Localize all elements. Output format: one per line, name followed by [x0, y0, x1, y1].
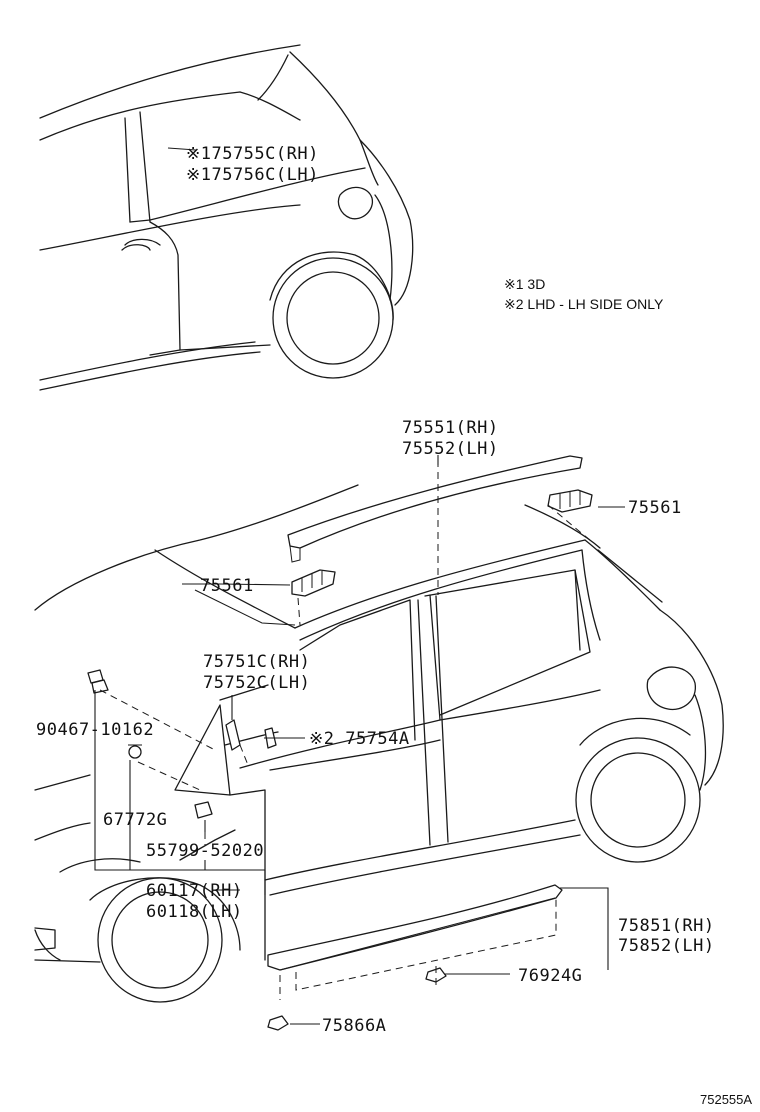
label-75852: 75852(LH) [618, 936, 715, 956]
label-75551: 75551(RH) [402, 418, 499, 438]
label-75851: 75851(RH) [618, 916, 715, 936]
label-75754a: ※2 75754A [309, 729, 410, 749]
label-60118: 60118(LH) [146, 902, 243, 922]
label-75751c: 75751C(RH) [203, 652, 310, 672]
label-75561-left: 75561 [200, 576, 254, 596]
leader-lines [94, 147, 625, 1025]
inset-3door-car [39, 44, 414, 391]
label-75866a: 75866A [322, 1016, 386, 1036]
label-55799-52020: 55799-52020 [146, 841, 264, 861]
label-75756c: ※175756C(LH) [186, 165, 319, 185]
clip-75866a [267, 1015, 289, 1031]
clip-76924g [425, 967, 447, 983]
clip-55799 [194, 801, 213, 819]
clip-67772g [128, 744, 142, 759]
label-67772g: 67772G [103, 810, 167, 830]
label-75561-right: 75561 [628, 498, 682, 518]
label-76924g: 76924G [518, 966, 582, 986]
main-5door-car [34, 484, 724, 1003]
label-60117: 60117(RH) [146, 881, 243, 901]
clip-90467 [87, 669, 109, 694]
rocker-molding-75851 [267, 884, 563, 971]
diagram-code: 752555A [700, 1092, 752, 1107]
clip-75561-right [547, 489, 593, 513]
note-2: ※2 LHD - LH SIDE ONLY [504, 296, 664, 312]
label-75552: 75552(LH) [402, 439, 499, 459]
label-90467-10162: 90467-10162 [36, 720, 154, 740]
callout-labels: ※175755C(RH) ※175756C(LH) ※1 3D ※2 LHD -… [36, 144, 752, 1107]
pillar-garnish-75751c [225, 719, 241, 751]
label-75752c: 75752C(LH) [203, 673, 310, 693]
roof-molding-75551 [287, 455, 583, 563]
note-1: ※1 3D [504, 276, 545, 292]
label-75755c: ※175755C(RH) [186, 144, 319, 164]
clip-75561-left [291, 569, 336, 597]
